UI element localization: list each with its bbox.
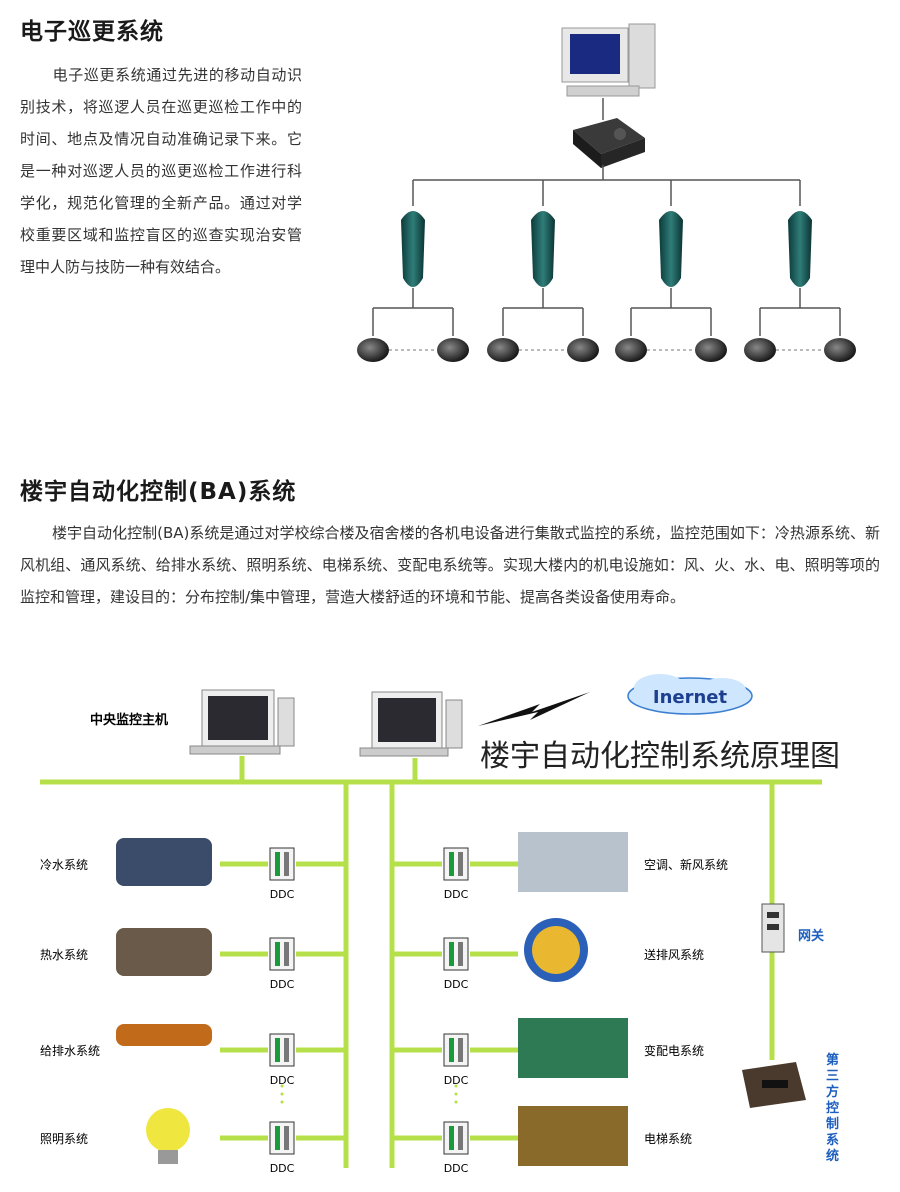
ba-diagram: 中央监控主机 Inernet 楼宇自动化控制系统原理图 冷水系统 DDC DDC 空调… bbox=[40, 674, 840, 1175]
ddc-label: DDC bbox=[270, 978, 295, 991]
checkpoint-icon bbox=[824, 338, 856, 362]
left-system-label: 冷水系统 bbox=[40, 858, 88, 872]
host-computer-icon bbox=[189, 689, 295, 755]
section2-title: 楼宇自动化控制(BA)系统 bbox=[20, 479, 297, 505]
host-label: 中央监控主机 bbox=[90, 712, 168, 728]
ddc-label: DDC bbox=[270, 1074, 295, 1087]
left-system-label: 热水系统 bbox=[40, 948, 88, 962]
left-equipment-icon bbox=[116, 838, 212, 886]
wireless-icon bbox=[478, 692, 590, 726]
checkpoint-icon bbox=[357, 338, 389, 362]
ddc-label: DDC bbox=[444, 978, 469, 991]
gateway-label: 网关 bbox=[798, 928, 824, 944]
internet-label: Inernet bbox=[653, 687, 728, 708]
third-party-label: 第三方控制系统 bbox=[826, 1052, 839, 1164]
ddc-controller-icon bbox=[443, 847, 469, 881]
section1-title: 电子巡更系统 bbox=[20, 19, 164, 45]
ddc-controller-icon bbox=[269, 937, 295, 971]
section2-paragraph: 楼宇自动化控制(BA)系统是通过对学校综合楼及宿舍楼的各机电设备进行集散式监控的… bbox=[20, 517, 880, 613]
gateway-icon bbox=[761, 903, 785, 953]
ddc-label: DDC bbox=[444, 888, 469, 901]
checkpoint-icon bbox=[487, 338, 519, 362]
computer-icon bbox=[561, 23, 656, 97]
workstation-icon bbox=[359, 691, 463, 757]
right-equipment-icon bbox=[518, 1018, 628, 1078]
right-system-label: 变配电系统 bbox=[644, 1043, 704, 1058]
right-equipment-icon bbox=[518, 1106, 628, 1166]
patrol-diagram bbox=[357, 23, 856, 362]
third-party-device-icon bbox=[742, 1062, 806, 1108]
internet-cloud-icon bbox=[627, 674, 753, 715]
right-equipment-icon bbox=[518, 832, 628, 892]
ddc-controller-icon bbox=[269, 1033, 295, 1067]
patrol-wand-icon bbox=[788, 211, 812, 287]
ddc-controller-icon bbox=[269, 847, 295, 881]
left-equipment-icon bbox=[146, 1108, 190, 1164]
ddc-label: DDC bbox=[270, 888, 295, 901]
right-system-label: 送排风系统 bbox=[644, 947, 704, 962]
left-equipment-icon bbox=[116, 1024, 212, 1046]
right-equipment-icon bbox=[524, 918, 588, 982]
checkpoint-icon bbox=[437, 338, 469, 362]
checkpoint-icon bbox=[567, 338, 599, 362]
checkpoint-icon bbox=[744, 338, 776, 362]
checkpoint-icon bbox=[615, 338, 647, 362]
patrol-wand-icon bbox=[401, 211, 425, 287]
ddc-controller-icon bbox=[269, 1121, 295, 1155]
right-system-label: 空调、新风系统 bbox=[644, 857, 728, 872]
left-equipment-icon bbox=[116, 928, 212, 976]
section1-paragraph: 电子巡更系统通过先进的移动自动识别技术，将巡逻人员在巡更巡检工作中的时间、地点及… bbox=[20, 59, 302, 283]
reader-icon bbox=[573, 118, 645, 168]
diagram-title: 楼宇自动化控制系统原理图 bbox=[480, 739, 840, 774]
checkpoint-icon bbox=[695, 338, 727, 362]
ddc-label: DDC bbox=[444, 1162, 469, 1175]
ddc-label: DDC bbox=[444, 1074, 469, 1087]
ddc-controller-icon bbox=[443, 1121, 469, 1155]
left-system-label: 照明系统 bbox=[40, 1132, 88, 1146]
right-system-label: 电梯系统 bbox=[644, 1132, 692, 1146]
ddc-controller-icon bbox=[443, 937, 469, 971]
patrol-wand-icon bbox=[659, 211, 683, 287]
left-system-label: 给排水系统 bbox=[40, 1044, 100, 1058]
patrol-wand-icon bbox=[531, 211, 555, 287]
section2-paragraph-text: 楼宇自动化控制(BA)系统是通过对学校综合楼及宿舍楼的各机电设备进行集散式监控的… bbox=[20, 524, 880, 606]
ddc-controller-icon bbox=[443, 1033, 469, 1067]
section1-paragraph-text: 电子巡更系统通过先进的移动自动识别技术，将巡逻人员在巡更巡检工作中的时间、地点及… bbox=[20, 66, 302, 276]
ddc-label: DDC bbox=[270, 1162, 295, 1175]
